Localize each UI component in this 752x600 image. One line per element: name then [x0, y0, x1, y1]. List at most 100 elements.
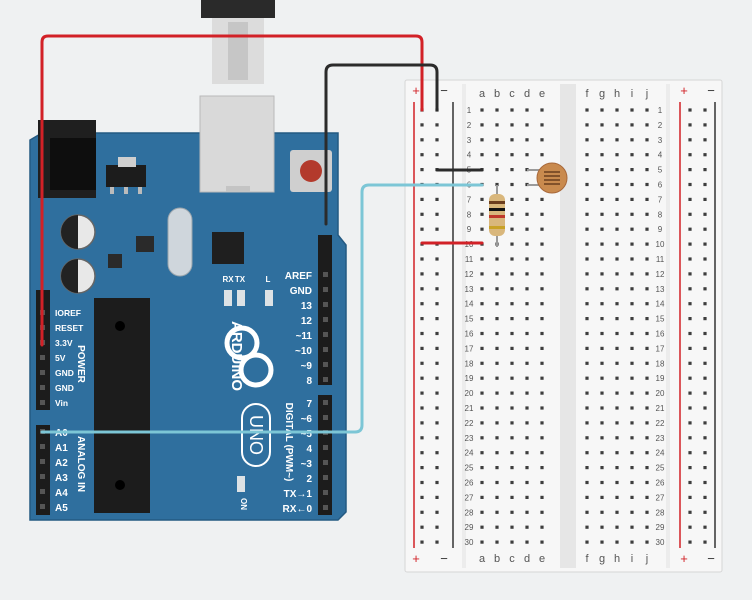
header-pin[interactable]: [323, 377, 328, 382]
breadboard-hole[interactable]: [600, 153, 604, 157]
rail-hole[interactable]: [420, 510, 424, 514]
breadboard-hole[interactable]: [630, 182, 634, 187]
breadboard-hole[interactable]: [585, 108, 589, 112]
breadboard-hole[interactable]: [540, 540, 544, 544]
breadboard-hole[interactable]: [645, 153, 649, 157]
breadboard-hole[interactable]: [615, 451, 619, 455]
rail-hole[interactable]: [435, 436, 439, 440]
breadboard-hole[interactable]: [540, 495, 544, 499]
rail-hole[interactable]: [703, 480, 707, 485]
breadboard-hole[interactable]: [540, 257, 544, 261]
rail-hole[interactable]: [703, 421, 707, 425]
rail-hole[interactable]: [420, 376, 424, 380]
breadboard-hole[interactable]: [540, 197, 544, 201]
breadboard-hole[interactable]: [615, 406, 619, 410]
breadboard-hole[interactable]: [495, 346, 499, 350]
rail-hole[interactable]: [703, 182, 707, 187]
breadboard-hole[interactable]: [630, 257, 634, 261]
breadboard-hole[interactable]: [510, 495, 514, 499]
header-pin[interactable]: [323, 505, 328, 510]
breadboard-hole[interactable]: [495, 391, 499, 395]
breadboard-hole[interactable]: [480, 466, 484, 470]
breadboard-hole[interactable]: [630, 480, 634, 485]
breadboard-hole[interactable]: [480, 451, 484, 455]
breadboard-hole[interactable]: [540, 391, 544, 395]
rail-hole[interactable]: [420, 331, 424, 336]
breadboard-hole[interactable]: [495, 510, 499, 514]
breadboard-hole[interactable]: [510, 242, 514, 246]
breadboard-hole[interactable]: [585, 540, 589, 544]
breadboard-hole[interactable]: [495, 317, 499, 321]
rail-hole[interactable]: [688, 406, 692, 410]
breadboard-hole[interactable]: [525, 436, 529, 440]
rail-hole[interactable]: [688, 227, 692, 231]
arduino-board[interactable]: RX TX L ARDUINO UNO ON POWER ANALOG IN D…: [29, 95, 347, 521]
rail-hole[interactable]: [688, 376, 692, 380]
breadboard-hole[interactable]: [630, 361, 634, 365]
rail-hole[interactable]: [420, 436, 424, 440]
breadboard-hole[interactable]: [510, 108, 514, 112]
rail-hole[interactable]: [435, 317, 439, 321]
rail-hole[interactable]: [688, 451, 692, 455]
breadboard-hole[interactable]: [615, 138, 619, 142]
rail-hole[interactable]: [435, 197, 439, 201]
rail-hole[interactable]: [703, 391, 707, 395]
breadboard-hole[interactable]: [585, 123, 589, 127]
breadboard-hole[interactable]: [630, 495, 634, 499]
rail-hole[interactable]: [420, 317, 424, 321]
breadboard-hole[interactable]: [540, 242, 544, 246]
breadboard-hole[interactable]: [600, 168, 604, 172]
rail-hole[interactable]: [420, 540, 424, 544]
breadboard-hole[interactable]: [600, 495, 604, 499]
breadboard-hole[interactable]: [615, 197, 619, 201]
rail-hole[interactable]: [688, 391, 692, 395]
breadboard-hole[interactable]: [645, 227, 649, 231]
rail-hole[interactable]: [703, 436, 707, 440]
breadboard-hole[interactable]: [510, 302, 514, 306]
breadboard-hole[interactable]: [525, 495, 529, 499]
breadboard-hole[interactable]: [585, 168, 589, 172]
breadboard-hole[interactable]: [600, 510, 604, 514]
breadboard-hole[interactable]: [645, 212, 649, 216]
breadboard-hole[interactable]: [630, 346, 634, 350]
breadboard-hole[interactable]: [585, 346, 589, 350]
header-pin[interactable]: [40, 400, 45, 405]
header-pin[interactable]: [323, 362, 328, 367]
rail-hole[interactable]: [688, 361, 692, 365]
breadboard-hole[interactable]: [615, 436, 619, 440]
breadboard-hole[interactable]: [540, 421, 544, 425]
red-wire-5v[interactable]: [40, 34, 424, 347]
breadboard-hole[interactable]: [540, 272, 544, 276]
breadboard-hole[interactable]: [525, 510, 529, 514]
header-pin[interactable]: [323, 460, 328, 465]
breadboard-hole[interactable]: [480, 227, 484, 231]
breadboard-hole[interactable]: [525, 138, 529, 142]
breadboard-hole[interactable]: [540, 138, 544, 142]
breadboard-hole[interactable]: [645, 466, 649, 470]
breadboard-hole[interactable]: [600, 182, 604, 187]
rail-hole[interactable]: [688, 421, 692, 425]
breadboard-hole[interactable]: [480, 257, 484, 261]
breadboard-hole[interactable]: [510, 331, 514, 336]
breadboard-hole[interactable]: [630, 525, 634, 529]
breadboard-hole[interactable]: [600, 376, 604, 380]
rail-hole[interactable]: [688, 108, 692, 112]
breadboard-hole[interactable]: [585, 510, 589, 514]
breadboard-hole[interactable]: [525, 525, 529, 529]
breadboard-hole[interactable]: [540, 466, 544, 470]
rail-hole[interactable]: [688, 466, 692, 470]
breadboard-hole[interactable]: [600, 257, 604, 261]
breadboard-hole[interactable]: [510, 272, 514, 276]
breadboard-hole[interactable]: [525, 406, 529, 410]
breadboard-hole[interactable]: [645, 182, 649, 187]
rail-hole[interactable]: [420, 421, 424, 425]
breadboard-hole[interactable]: [615, 168, 619, 172]
breadboard-hole[interactable]: [540, 153, 544, 157]
rail-hole[interactable]: [703, 272, 707, 276]
breadboard-hole[interactable]: [645, 510, 649, 514]
breadboard-hole[interactable]: [480, 108, 484, 112]
breadboard-hole[interactable]: [510, 466, 514, 470]
rail-hole[interactable]: [435, 257, 439, 261]
rail-hole[interactable]: [420, 212, 424, 216]
breadboard-hole[interactable]: [585, 227, 589, 231]
